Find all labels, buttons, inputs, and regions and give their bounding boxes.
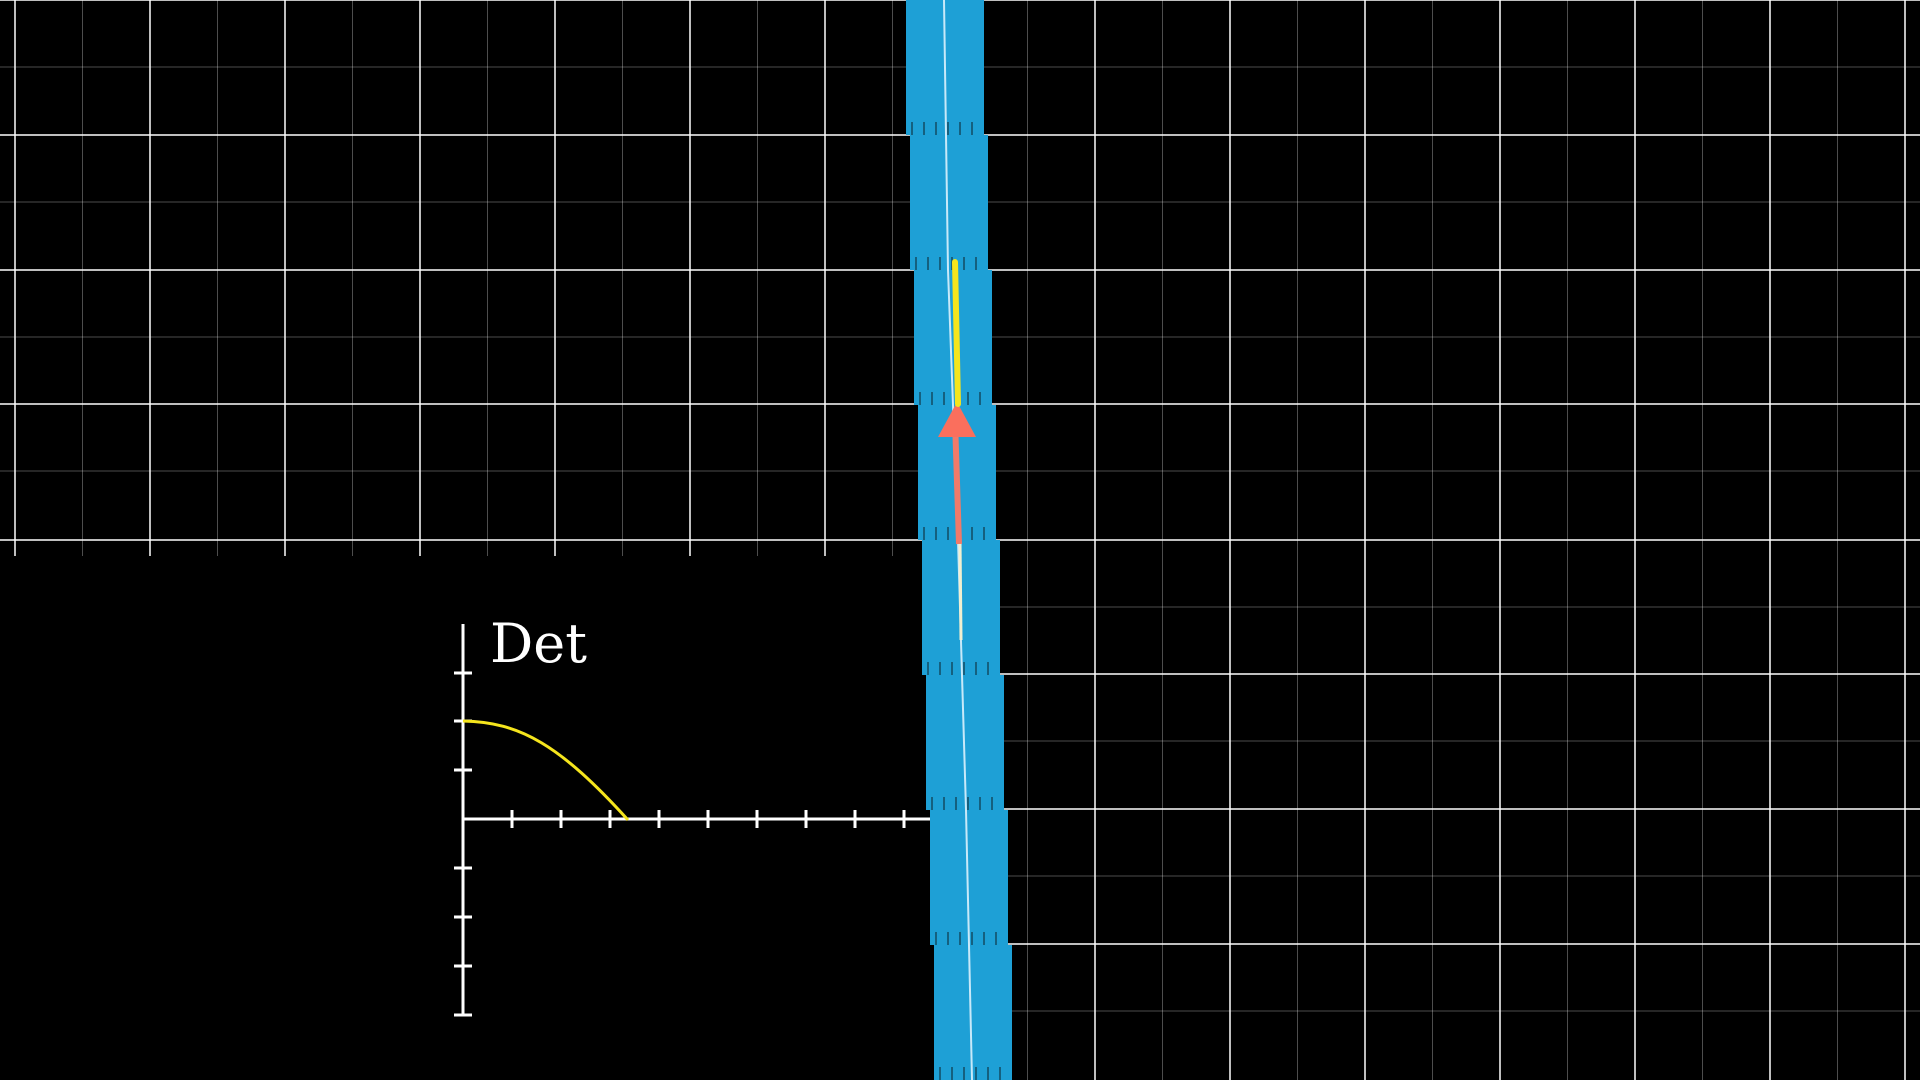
yellow-basis-vector-line bbox=[952, 259, 961, 407]
column-segment bbox=[910, 135, 988, 270]
determinant-graph: Det bbox=[454, 612, 930, 1017]
det-graph-axes bbox=[454, 624, 930, 1017]
det-axis-label: Det bbox=[490, 612, 587, 675]
vector-shaft bbox=[952, 419, 962, 545]
determinant-curve bbox=[462, 719, 630, 822]
white-vector-line bbox=[958, 539, 963, 641]
squished-plane-column bbox=[906, 0, 1012, 1080]
vector-arrow bbox=[938, 402, 976, 545]
column-segment bbox=[934, 945, 1012, 1080]
vector-arrowhead-icon bbox=[938, 402, 976, 437]
